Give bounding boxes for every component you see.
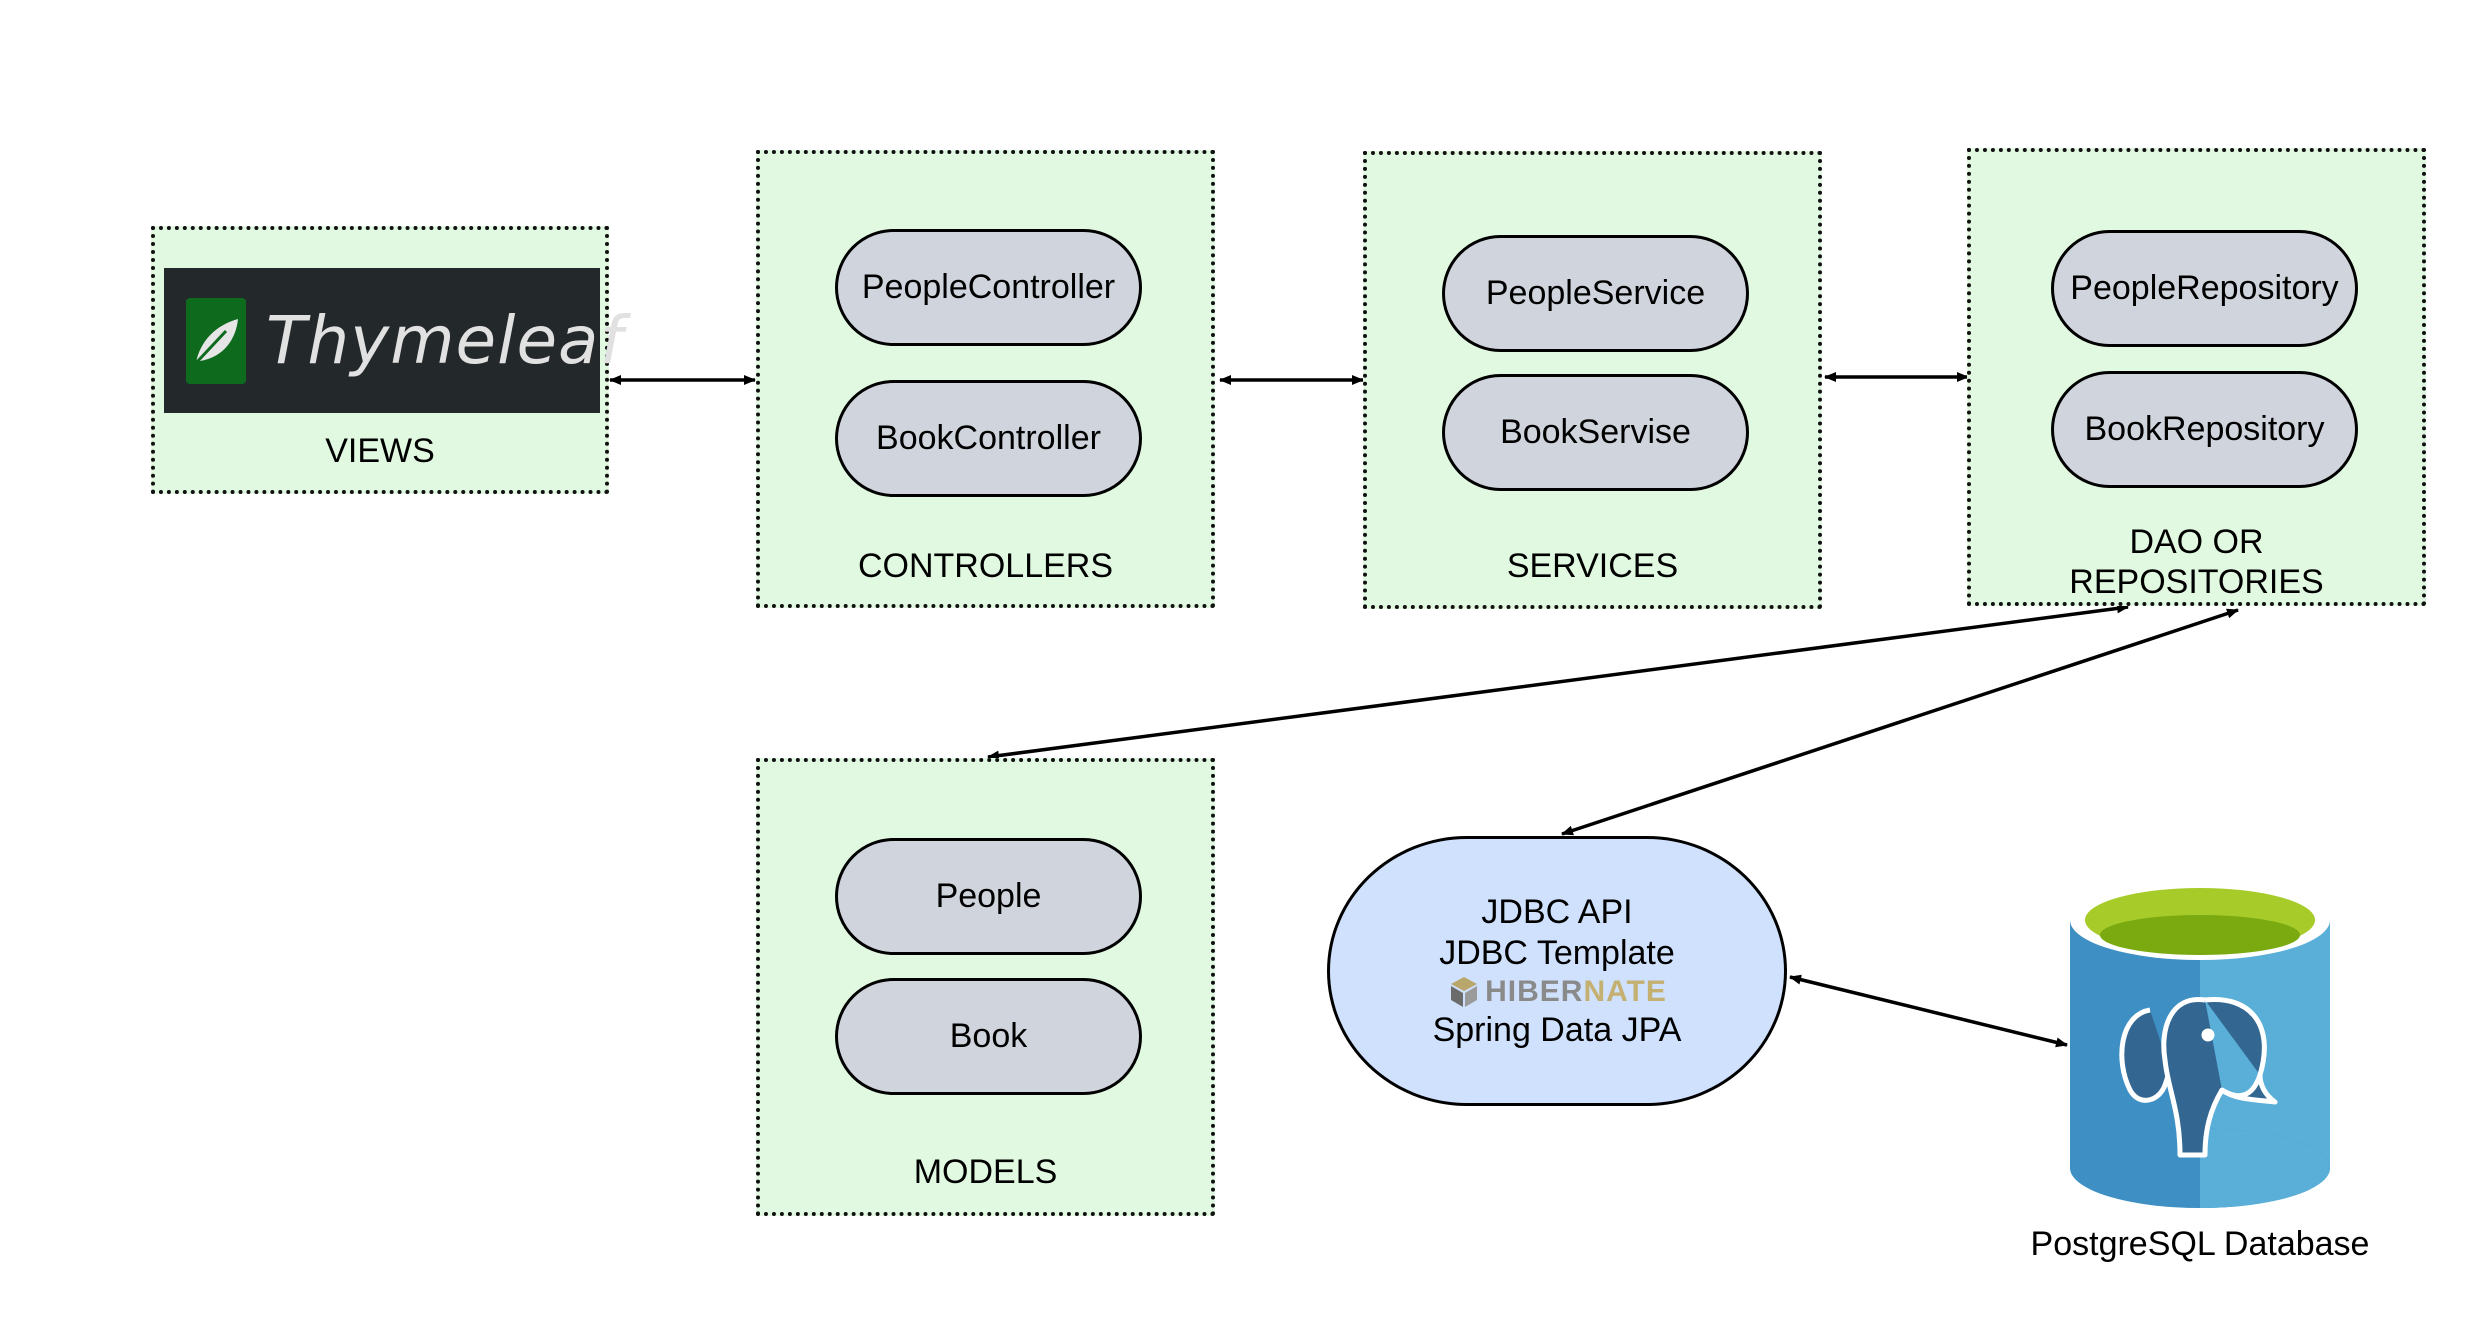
arrow-data-access-database xyxy=(1789,974,2068,1048)
hibernate-text-b: NATE xyxy=(1583,974,1667,1008)
controllers-group: PeopleController BookController CONTROLL… xyxy=(756,150,1215,608)
models-label: MODELS xyxy=(913,1153,1058,1191)
views-label: VIEWS xyxy=(325,432,435,470)
arrow-repositories-data-access xyxy=(1561,608,2239,836)
hibernate-icon xyxy=(1451,976,1478,1007)
leaf-icon xyxy=(186,297,246,384)
jdbc-template-text: JDBC Template xyxy=(1439,933,1675,972)
book-controller-node: BookController xyxy=(835,380,1142,497)
arrow-repositories-models xyxy=(987,603,2129,761)
book-model-node: Book xyxy=(835,978,1142,1095)
spring-data-jpa-text: Spring Data JPA xyxy=(1432,1010,1682,1049)
book-service-node: BookServise xyxy=(1442,374,1749,491)
repositories-group: PeopleRepository BookRepository DAO OR R… xyxy=(1967,148,2426,606)
thymeleaf-wordmark: Thymeleaf xyxy=(266,302,624,379)
repositories-label: DAO OR REPOSITORIES xyxy=(2069,523,2324,601)
services-group: PeopleService BookServise SERVICES xyxy=(1363,151,1822,609)
people-model-node: People xyxy=(835,838,1142,955)
people-repository-node: PeopleRepository xyxy=(2051,230,2358,347)
elephant-icon xyxy=(2119,996,2278,1158)
services-label: SERVICES xyxy=(1506,547,1679,585)
views-group: Thymeleaf VIEWS xyxy=(151,226,623,494)
models-group: People Book MODELS xyxy=(756,758,1215,1216)
controllers-label: CONTROLLERS xyxy=(857,547,1114,585)
people-controller-node: PeopleController xyxy=(835,229,1142,346)
book-repository-node: BookRepository xyxy=(2051,371,2358,488)
people-service-node: PeopleService xyxy=(1442,235,1749,352)
jdbc-api-text: JDBC API xyxy=(1481,892,1633,931)
thymeleaf-logo: Thymeleaf xyxy=(164,268,623,413)
database-label: PostgreSQL Database xyxy=(2030,1225,2370,1263)
hibernate-text-a: HIBER xyxy=(1485,974,1584,1008)
database-icon xyxy=(2070,880,2330,1208)
